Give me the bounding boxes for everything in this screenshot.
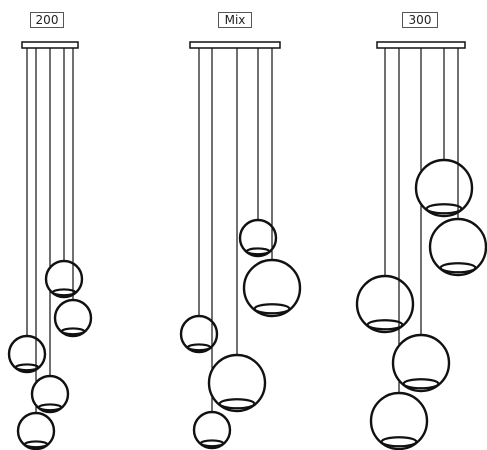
globe-opening-300-5: [439, 262, 477, 274]
globe-300-2: [369, 391, 429, 450]
globe-opening-mix-3: [218, 398, 256, 410]
globe-300-1: [355, 274, 415, 334]
canopy-200: [21, 41, 79, 49]
globe-mix-2: [192, 410, 232, 450]
globe-opening-mix-5: [253, 303, 291, 315]
globe-200-3: [30, 374, 70, 414]
label-300: 300: [402, 12, 438, 28]
globe-opening-300-1: [366, 319, 404, 331]
label-200: 200: [30, 12, 64, 28]
globe-opening-300-4: [425, 203, 463, 215]
globe-200-5: [53, 298, 93, 338]
globe-mix-1: [179, 314, 219, 354]
globe-opening-200-4: [51, 288, 77, 297]
globe-opening-200-1: [14, 363, 40, 372]
canopy-mix: [189, 41, 281, 49]
globe-mix-5: [242, 258, 302, 318]
globe-200-1: [7, 334, 47, 374]
globe-300-3: [391, 333, 451, 393]
canopy-300: [376, 41, 466, 49]
globe-opening-mix-1: [186, 343, 212, 352]
globe-300-5: [428, 217, 487, 277]
label-mix: Mix: [218, 12, 252, 28]
globe-300-4: [414, 158, 474, 218]
globe-opening-mix-2: [199, 439, 225, 448]
globe-mix-3: [207, 353, 267, 413]
globe-200-4: [44, 259, 84, 299]
globe-opening-200-5: [60, 327, 86, 336]
globe-opening-300-2: [380, 436, 418, 448]
globe-opening-200-3: [37, 403, 63, 412]
globe-opening-mix-4: [245, 247, 271, 256]
globe-opening-200-2: [23, 440, 49, 449]
globe-200-2: [16, 411, 56, 450]
globe-mix-4: [238, 218, 278, 258]
globe-opening-300-3: [402, 378, 440, 390]
